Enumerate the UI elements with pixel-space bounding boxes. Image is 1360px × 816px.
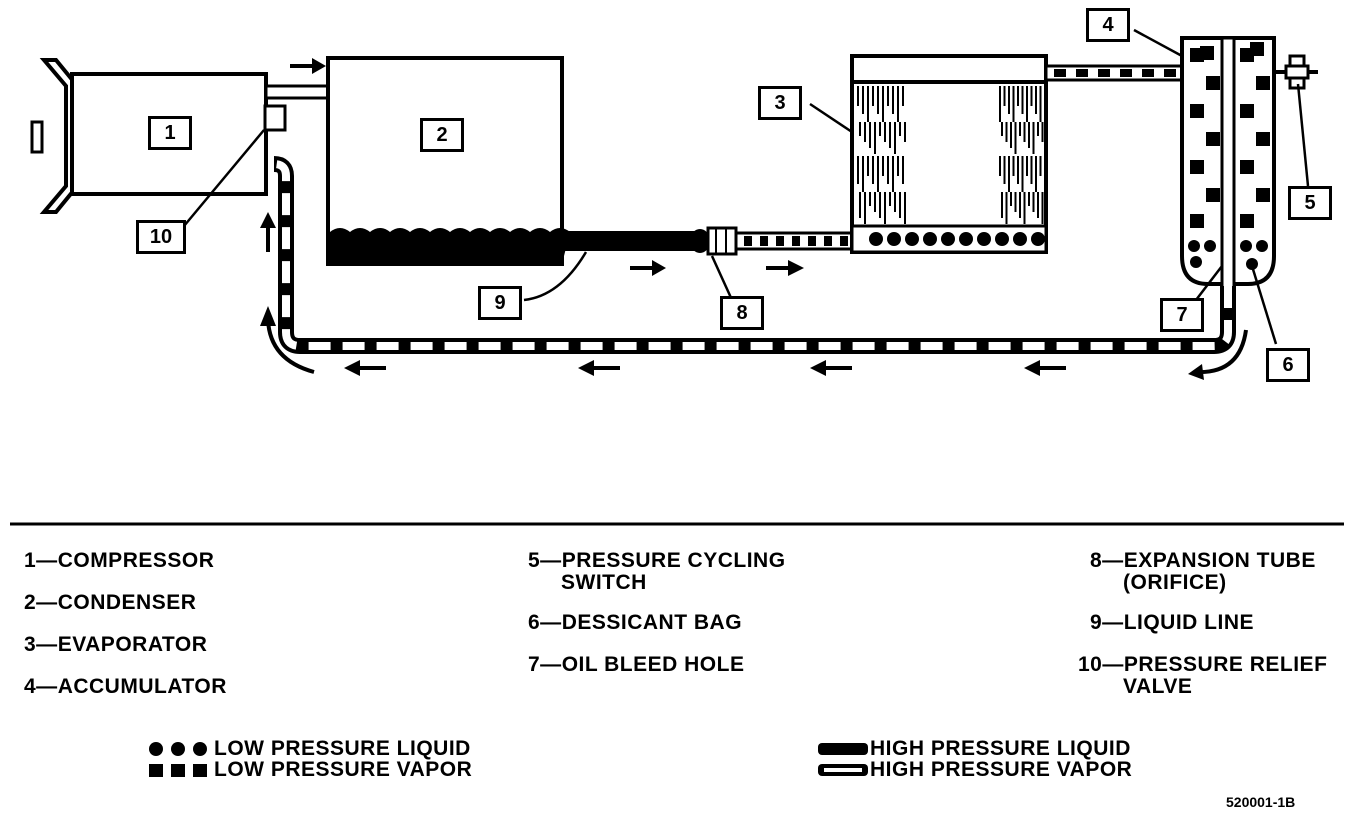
figure-number: 520001-1B — [1226, 794, 1296, 810]
key-high-pressure-vapor: HIGH PRESSURE VAPOR — [870, 758, 1133, 781]
legend-item-condenser: 2—CONDENSER — [24, 592, 196, 614]
expansion-tube — [690, 226, 738, 256]
legend-item-oil-bleed-hole: 7—OIL BLEED HOLE — [528, 654, 744, 676]
callout-3: 3 — [758, 86, 802, 120]
legend-label-continued: VALVE — [1123, 675, 1193, 698]
curved-arrowheads — [260, 306, 1204, 380]
callout-4: 4 — [1086, 8, 1130, 42]
legend-label: CONDENSER — [57, 591, 197, 614]
key-symbol-low-vapor — [149, 764, 207, 777]
legend-label: PRESSURE CYCLING — [561, 549, 786, 572]
legend-number: 2— — [24, 591, 58, 614]
legend-label-continued: SWITCH — [561, 571, 647, 594]
callout-7: 7 — [1160, 298, 1204, 332]
legend-item-accumulator: 4—ACCUMULATOR — [24, 676, 227, 698]
high-pressure-vapor-line — [264, 84, 332, 100]
evaporator — [850, 54, 1048, 254]
legend-label-continued: (ORIFICE) — [1123, 571, 1227, 594]
legend-item-evaporator: 3—EVAPORATOR — [24, 634, 207, 656]
key-symbol-high-liquid — [818, 743, 868, 755]
legend-label: OIL BLEED HOLE — [561, 653, 745, 676]
callout-10: 10 — [136, 220, 186, 254]
key-symbol-low-liquid — [149, 742, 207, 756]
legend-item-liquid-line: 9—LIQUID LINE — [1090, 612, 1254, 634]
callout-5: 5 — [1288, 186, 1332, 220]
legend-number: 5— — [528, 549, 562, 572]
low-pressure-vapor-line-top — [1044, 64, 1188, 82]
legend-label: ACCUMULATOR — [57, 675, 227, 698]
flow-arrows — [260, 58, 1066, 376]
pressure-cycling-switch — [1274, 54, 1318, 90]
callout-9: 9 — [478, 286, 522, 320]
legend-label: COMPRESSOR — [57, 549, 215, 572]
legend-label: DESSICANT BAG — [561, 611, 743, 634]
key-high-pressure-liquid: HIGH PRESSURE LIQUID — [870, 737, 1131, 760]
accumulator — [1180, 36, 1276, 290]
compressor-pulley — [30, 58, 76, 214]
callout-8: 8 — [720, 296, 764, 330]
callout-1: 1 — [148, 116, 192, 150]
legend-number: 7— — [528, 653, 562, 676]
legend-number: 10— — [1078, 653, 1124, 676]
legend-item-compressor: 1—COMPRESSOR — [24, 550, 214, 572]
key-symbol-high-vapor — [818, 764, 868, 776]
legend-label: EVAPORATOR — [57, 633, 208, 656]
legend-number: 3— — [24, 633, 58, 656]
legend-number: 6— — [528, 611, 562, 634]
leader-lines — [183, 28, 1310, 345]
suction-line — [273, 156, 1236, 354]
legend-number: 1— — [24, 549, 58, 572]
callout-2: 2 — [420, 118, 464, 152]
legend-number: 4— — [24, 675, 58, 698]
legend-label: LIQUID LINE — [1123, 611, 1255, 634]
liquid-line — [560, 231, 698, 251]
legend-label: EXPANSION TUBE — [1123, 549, 1316, 572]
key-low-pressure-liquid: LOW PRESSURE LIQUID — [214, 737, 471, 760]
legend-number: 8— — [1090, 549, 1124, 572]
curved-flow-arrows — [266, 319, 1248, 375]
legend-number: 9— — [1090, 611, 1124, 634]
key-low-pressure-vapor: LOW PRESSURE VAPOR — [214, 758, 473, 781]
pressure-relief-valve — [263, 104, 287, 132]
legend-item-pressure-cycling-switch: 5—PRESSURE CYCLING SWITCH — [528, 550, 786, 594]
condenser-liquid — [330, 228, 570, 264]
legend-label: PRESSURE RELIEF — [1123, 653, 1328, 676]
legend-item-dessicant-bag: 6—DESSICANT BAG — [528, 612, 742, 634]
legend-item-expansion-tube: 8—EXPANSION TUBE (ORIFICE) — [1090, 550, 1316, 594]
legend-item-pressure-relief-valve: 10—PRESSURE RELIEF VALVE — [1078, 654, 1327, 698]
low-pressure-liquid-line — [734, 231, 856, 251]
callout-6: 6 — [1266, 348, 1310, 382]
